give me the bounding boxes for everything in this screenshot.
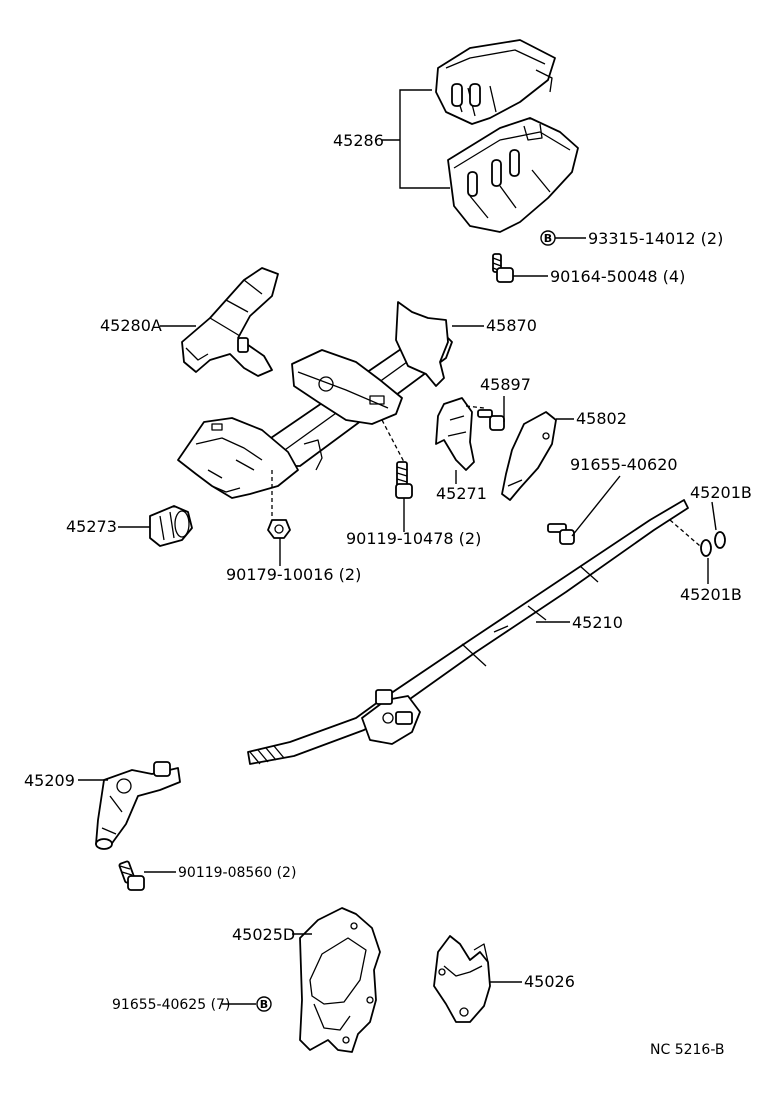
label-45025D: 45025D [232,925,295,944]
column-cover-drawing [435,39,579,233]
label-45870: 45870 [486,316,537,335]
bolt-90119-10478 [395,461,413,532]
universal-joint-45209 [78,761,181,850]
bushing-45273 [118,505,193,547]
assembly-line-bolt [381,419,405,463]
leader-45286 [382,89,450,189]
bracket-45026 [433,935,522,1023]
label-45201B-top: 45201B [690,483,752,502]
label-45286: 45286 [333,131,384,150]
label-45802: 45802 [576,409,627,428]
label-45271: 45271 [436,484,487,503]
label-90119-08560: 90119-08560 (2) [178,865,296,881]
steering-shaft-45210 [247,499,689,765]
clamp-45280A [181,267,279,377]
label-45897: 45897 [480,375,531,394]
bolt-90119-08560 [118,860,176,891]
plate-45802 [501,411,574,501]
bracket-45271 [435,397,485,484]
marker-b-icon: B [260,998,268,1011]
label-91655-40625: 91655-40625 (7) [112,997,230,1013]
callout-91655-40625: B [222,996,272,1012]
label-45026: 45026 [524,972,575,991]
label-90119-10478: 90119-10478 (2) [346,529,481,548]
nut-90179 [267,519,291,566]
bolt-91655-40620 [547,475,621,545]
screw-45897 [477,396,505,431]
label-90164-50048: 90164-50048 (4) [550,267,685,286]
label-90179-10016: 90179-10016 (2) [226,565,361,584]
label-45280A: 45280A [100,316,162,335]
diagram-code: NC 5216-B [650,1042,724,1058]
boot-cover-45025D [292,907,381,1053]
label-45201B-bottom: 45201B [680,585,742,604]
callout-93315: B [540,230,586,246]
rings-45201B [669,501,726,584]
label-45210: 45210 [572,613,623,632]
column-tube-45870 [177,301,453,499]
screw-90164 [492,253,548,283]
label-45209: 45209 [24,771,75,790]
marker-b-icon: B [544,232,552,245]
label-91655-40620: 91655-40620 [570,455,678,474]
label-93315-14012: 93315-14012 (2) [588,229,723,248]
label-45273: 45273 [66,517,117,536]
